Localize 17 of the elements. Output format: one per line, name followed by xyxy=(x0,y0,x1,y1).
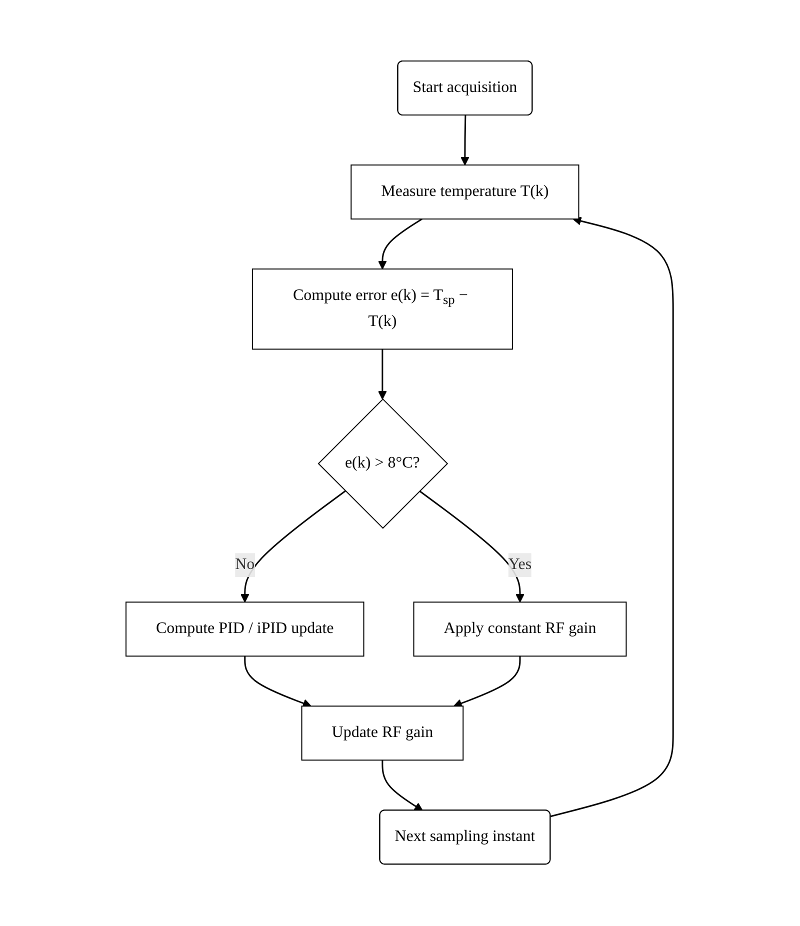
arrow xyxy=(240,490,346,603)
arrow xyxy=(420,490,525,603)
node-box: Update RF gain xyxy=(302,706,464,762)
edge-label: No xyxy=(236,556,256,574)
arrow xyxy=(460,116,470,166)
node-diamond: e(k) > 8°C? xyxy=(318,398,449,530)
node-box: Apply constant RF gain xyxy=(414,602,628,658)
node-box: Measure temperature T(k) xyxy=(351,164,580,220)
arrow xyxy=(378,350,388,400)
node-box: Compute error e(k) = T$_{sp}$ − T(k) xyxy=(252,268,514,350)
arrow xyxy=(244,656,312,708)
edge-label: Yes xyxy=(508,556,532,574)
arrow xyxy=(378,218,423,270)
arrow xyxy=(382,760,424,812)
node-box: Compute PID / iPID update xyxy=(126,602,365,658)
arrow xyxy=(454,656,522,708)
arrow xyxy=(550,217,674,818)
